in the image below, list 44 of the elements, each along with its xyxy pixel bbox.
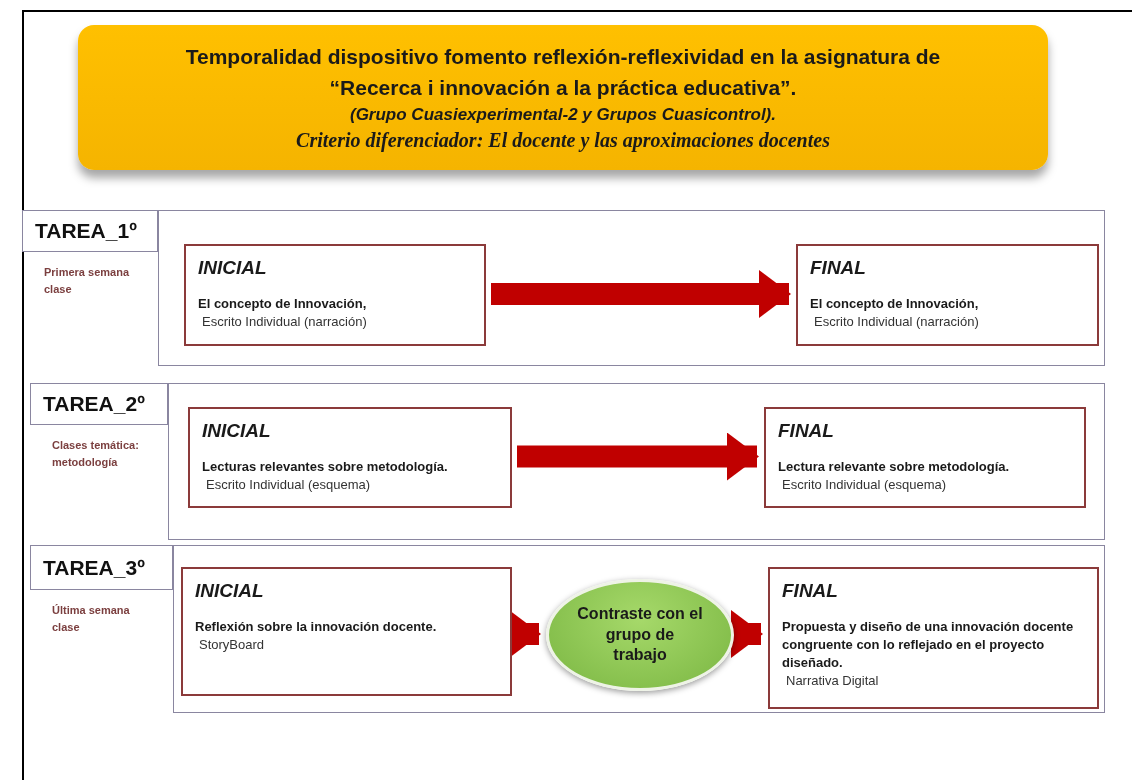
task-label: TAREA_1º: [35, 218, 137, 245]
task-label: TAREA_2º: [43, 391, 145, 418]
task-label-box: [30, 383, 168, 425]
stage-format: StoryBoard: [198, 635, 265, 654]
stage-topic: El concepto de Innovación,: [198, 294, 367, 313]
stage-card: [184, 244, 486, 346]
stage-format: Escrito Individual (narración): [201, 312, 367, 331]
stage-card: [188, 407, 512, 508]
stage-card: [768, 567, 1099, 709]
stage-card: [764, 407, 1086, 508]
stage-topic: El concepto de Innovación,: [810, 294, 979, 313]
stage-format: Narrativa Digital: [785, 672, 879, 691]
task-row-frame: [173, 545, 1105, 713]
stage-heading: INICIAL: [202, 419, 271, 443]
stage-card: [796, 244, 1099, 346]
task-row-frame: [168, 383, 1105, 540]
stage-topic: Lecturas relevantes sobre metodología.: [202, 457, 448, 476]
block-arrow: [491, 270, 791, 318]
block-arrow: [731, 610, 763, 658]
stage-heading: FINAL: [782, 579, 838, 603]
task-row-frame: [158, 210, 1105, 366]
stage-heading: INICIAL: [198, 256, 267, 280]
task-label-box: [30, 545, 173, 590]
block-arrow: [517, 432, 759, 481]
stage-topic: Reflexión sobre la innovación docente.: [195, 617, 437, 636]
stage-heading: FINAL: [810, 256, 866, 280]
title-text: Temporalidad dispositivo fomento reflexión-reflexividad en la asignatura de “Recerca i innovación a la práctica educativa”.: [184, 44, 942, 101]
subtitle-text: (Grupo Cuasiexperimental-2 y Grupos Cuasicontrol).: [350, 104, 776, 127]
title-banner: [78, 25, 1048, 170]
stage-heading: INICIAL: [195, 579, 264, 603]
stage-format: Escrito Individual (narración): [813, 312, 979, 331]
task-timing-note: Última semana clase: [52, 603, 131, 635]
stage-format: Escrito Individual (esquema): [205, 475, 371, 494]
stage-card: [181, 567, 512, 696]
stage-topic: Propuesta y diseño de una innovación docente congruente con lo reflejado en el proyecto diseñado.: [782, 617, 1075, 672]
stage-heading: FINAL: [778, 419, 834, 443]
task-label: TAREA_3º: [43, 554, 145, 581]
stage-format: Escrito Individual (esquema): [781, 475, 947, 494]
task-timing-note: Clases temática: metodología: [52, 438, 140, 470]
stage-topic: Lectura relevante sobre metodología.: [778, 457, 1010, 476]
criterion-text: Criterio diferenciador: El docente y las aproximaciones docentes: [296, 127, 830, 153]
task-timing-note: Primera semana clase: [44, 265, 131, 297]
task-label-box: [22, 210, 158, 252]
ellipse-text: Contraste con el grupo de trabajo: [577, 603, 703, 666]
